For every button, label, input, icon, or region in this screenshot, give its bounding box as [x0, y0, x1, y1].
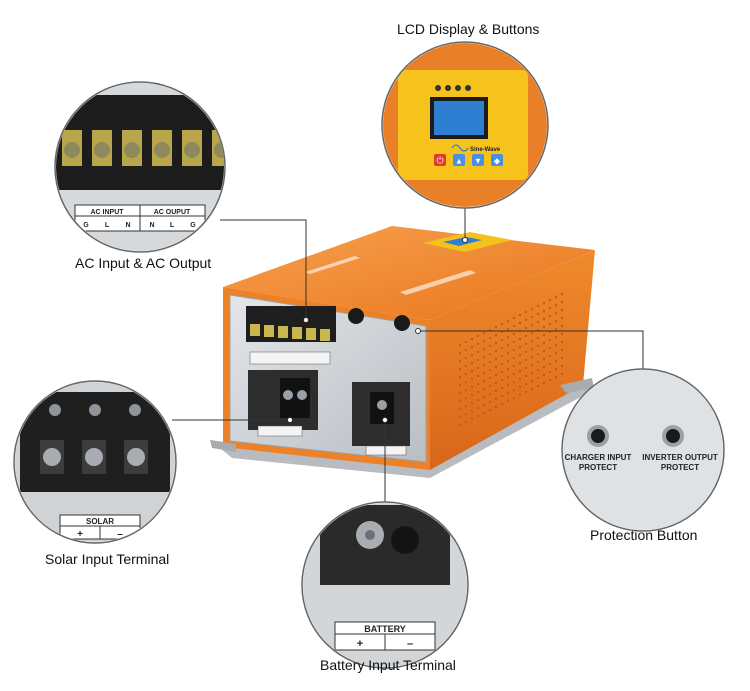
battery-terminal-closeup [320, 505, 450, 585]
inverter-protect-text-2: PROTECT [661, 463, 699, 472]
leader-lines [172, 206, 644, 504]
ac-n2: N [149, 222, 154, 229]
inverter-protect-button-small [394, 315, 410, 331]
inverter-protect-button [666, 429, 680, 443]
ac-g2: G [190, 222, 196, 229]
ac-n1: N [125, 222, 130, 229]
solar-plus: + [77, 529, 83, 540]
charger-protect-button-small [348, 308, 364, 324]
charger-protect-text-2: PROTECT [579, 463, 617, 472]
svg-text:▲: ▲ [455, 157, 463, 166]
ac-screws [250, 324, 330, 341]
ac-output-label: AC OUPUT [154, 209, 191, 216]
ac-screw-row [62, 130, 224, 166]
power-button [434, 154, 446, 166]
enter-button [491, 154, 503, 166]
svg-text:◆: ◆ [494, 157, 501, 166]
down-button [472, 154, 484, 166]
ac-l2: L [170, 222, 175, 229]
ac-callout: AC INPUT AC OUPUT G L N N L G [54, 81, 226, 253]
ac-l1: L [105, 222, 110, 229]
inverter-protect-text-1: INVERTER OUTPUT [642, 453, 718, 462]
battery-plus: + [357, 638, 363, 650]
sine-wave-text: Sine-Wave [470, 147, 501, 153]
charger-protect-text-1: CHARGER INPUT [565, 453, 632, 462]
ac-g1: G [83, 222, 89, 229]
charger-protect-button [591, 429, 605, 443]
battery-minus: – [407, 638, 413, 650]
solar-terminal-label: Solar Input Terminal [45, 551, 170, 567]
device-top [223, 226, 595, 320]
vent-grille [458, 292, 564, 427]
battery-plate-text: BATTERY [364, 624, 406, 634]
solar-minus: – [117, 529, 123, 540]
lcd-display-label: LCD Display & Buttons [397, 21, 540, 37]
svg-text:▼: ▼ [474, 157, 482, 166]
device-side [430, 250, 595, 470]
svg-text:⏻: ⏻ [436, 156, 443, 166]
lcd-callout: Sine-Wave ⏻ ▲ ▼ ◆ [381, 41, 549, 209]
battery-callout: BATTERY + – [301, 501, 469, 669]
solar-plate-text: SOLAR [86, 517, 114, 526]
protection-callout: CHARGER INPUT PROTECT INVERTER OUTPUT PR… [561, 368, 725, 532]
inverter-device [210, 226, 595, 478]
protection-button-label: Protection Button [590, 527, 698, 543]
lcd-screen [434, 101, 484, 135]
ac-input-label: AC INPUT [90, 209, 124, 216]
ac-io-label: AC Input & AC Output [75, 255, 212, 271]
up-button [453, 154, 465, 166]
battery-terminal-label: Battery Input Terminal [320, 657, 456, 673]
solar-callout: SOLAR + – [13, 380, 177, 544]
